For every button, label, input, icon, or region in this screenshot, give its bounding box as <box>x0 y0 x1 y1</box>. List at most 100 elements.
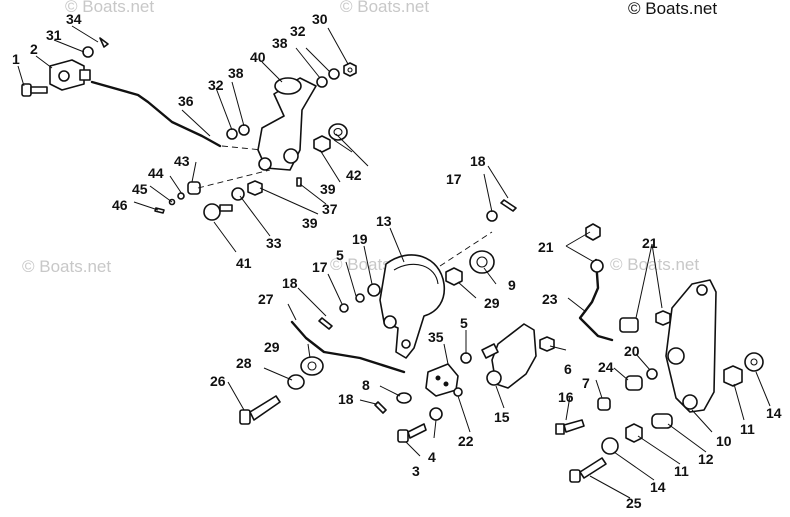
callout-7: 7 <box>582 375 590 391</box>
callout-8: 8 <box>362 377 370 393</box>
part-29-ball-socket <box>300 356 324 376</box>
part-20-washer <box>646 368 658 380</box>
part-16-screw <box>555 419 585 435</box>
part-34-pin <box>99 37 109 48</box>
part-5-washer <box>355 293 365 303</box>
part-28-washer <box>287 374 305 390</box>
part-11-nut <box>723 365 743 387</box>
callout-18: 18 <box>282 275 298 291</box>
callout-23: 23 <box>542 291 558 307</box>
part-21-nut <box>655 310 671 326</box>
part-17-washer <box>339 303 349 313</box>
dash-line <box>197 169 271 189</box>
part-19-nut <box>367 283 381 297</box>
part-5-washer <box>460 352 472 364</box>
part-42-washer <box>328 123 348 141</box>
callout-29: 29 <box>264 339 280 355</box>
part-30-nut <box>343 62 357 77</box>
callout-10: 10 <box>716 433 732 449</box>
callout-31: 31 <box>46 27 62 43</box>
callout-13: 13 <box>376 213 392 229</box>
callout-37: 37 <box>322 201 338 217</box>
part-18-pin <box>318 317 333 330</box>
callout-24: 24 <box>598 359 614 375</box>
callout-3: 3 <box>412 463 420 479</box>
callout-11: 11 <box>740 421 755 437</box>
leader-lines-right <box>565 231 771 499</box>
part-36-rod <box>90 80 222 148</box>
part-32-washer <box>328 68 340 80</box>
callout-4: 4 <box>428 449 436 465</box>
callout-30: 30 <box>312 11 328 27</box>
watermark: © Boats.net <box>22 257 111 276</box>
rod-thread <box>377 363 405 373</box>
callout-21: 21 <box>538 239 554 255</box>
callout-32: 32 <box>208 77 224 93</box>
part-14-washer <box>744 352 764 372</box>
callout-12: 12 <box>698 451 714 467</box>
callout-29: 29 <box>484 295 500 311</box>
part-14-washer <box>601 437 619 455</box>
callout-20: 20 <box>624 343 640 359</box>
part-17-washer <box>486 210 498 222</box>
callout-34: 34 <box>66 11 82 27</box>
callout-35: 35 <box>428 329 444 345</box>
part-38-washer <box>316 76 328 88</box>
callout-25: 25 <box>626 495 642 511</box>
part-4-washer <box>429 407 443 421</box>
part-46-pin <box>154 207 165 214</box>
callout-46: 46 <box>112 197 128 213</box>
callout-5: 5 <box>460 315 468 331</box>
part-39-nut <box>313 135 331 153</box>
callout-43: 43 <box>174 153 190 169</box>
part-29-nut <box>445 267 463 286</box>
callout-9: 9 <box>508 277 516 293</box>
callout-19: 19 <box>352 231 368 247</box>
callout-5: 5 <box>336 247 344 263</box>
callout-38: 38 <box>228 65 244 81</box>
part-10-throttle-arm <box>665 279 717 413</box>
dash-line <box>439 231 493 267</box>
watermark: © Boats.net <box>65 0 154 16</box>
callout-27: 27 <box>258 291 274 307</box>
part-27-link-rod <box>290 320 406 374</box>
part-9-washer <box>469 250 495 274</box>
part-32-washer <box>226 128 238 140</box>
callout-14: 14 <box>650 479 666 495</box>
callout-36: 36 <box>178 93 194 109</box>
callout-14: 14 <box>766 405 782 421</box>
watermark: © Boats.net <box>340 0 429 16</box>
part-18-pin <box>374 401 387 414</box>
part-26-bolt <box>239 395 281 425</box>
part-38-washer <box>238 124 250 136</box>
part-24-spacer <box>625 375 643 391</box>
part-39-nut <box>247 180 263 196</box>
part-2-clevis <box>49 59 91 91</box>
callout-15: 15 <box>494 409 510 425</box>
part-8-washer <box>396 392 412 404</box>
callout-39: 39 <box>320 181 336 197</box>
callout-39: 39 <box>302 215 318 231</box>
part-18-pin <box>500 199 517 212</box>
callout-2: 2 <box>30 41 38 57</box>
part-35-bracket <box>425 363 459 397</box>
callout-17: 17 <box>446 171 462 187</box>
callout-44: 44 <box>148 165 164 181</box>
part-31-washer <box>82 46 94 58</box>
callout-40: 40 <box>250 49 266 65</box>
callout-11: 11 <box>674 463 689 479</box>
part-40-lever-arm <box>257 77 317 171</box>
part-11-nut <box>625 423 643 443</box>
callout-6: 6 <box>564 361 572 377</box>
part-25-bolt <box>569 457 607 483</box>
callout-38: 38 <box>272 35 288 51</box>
callout-21: 21 <box>642 235 658 251</box>
leader-lines-upper <box>17 25 369 253</box>
part-1-screw <box>21 83 48 97</box>
part-15-throttle-lever <box>481 323 537 389</box>
callout-26: 26 <box>210 373 226 389</box>
callout-22: 22 <box>458 433 474 449</box>
watermark: © Boats.net <box>610 255 699 274</box>
